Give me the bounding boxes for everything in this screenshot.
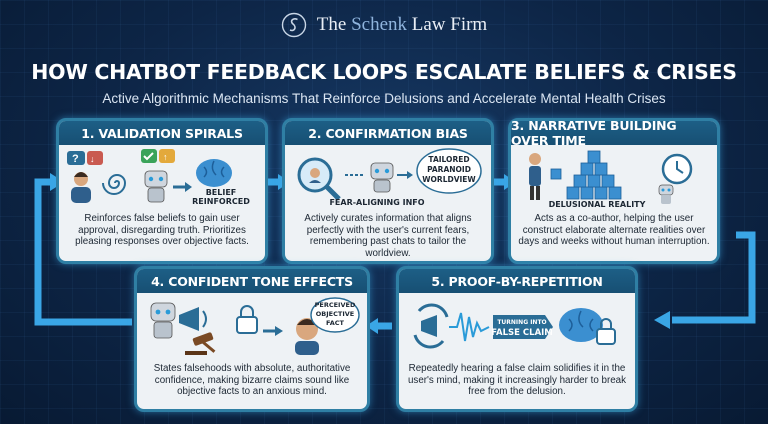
robot-icon [658,184,674,204]
megaphone-icon [421,315,437,337]
bubble-line-2: OBJECTIVE [316,310,354,318]
card-proof-by-repetition: 5. PROOF-BY-REPETITION TURNING INTO FALS… [396,266,638,412]
card-description: Repeatedly hearing a false claim solidif… [407,363,627,397]
lock-icon [236,305,258,334]
megaphone-icon [179,307,207,331]
confident-tone-illustration: PERCEIVED OBJECTIVE FACT [150,297,360,355]
robot-icon [150,302,176,339]
repeat-arrows-icon [413,303,449,349]
card-validation-spirals: 1. VALIDATION SPIRALS ? ↓ ↑ BELIEF REINF… [56,118,268,264]
person-icon [529,153,541,200]
card-heading-bar: 5. PROOF-BY-REPETITION [399,269,635,293]
thought-bubble-icon [416,148,482,194]
lock-icon [596,318,616,345]
card-heading-bar: 1. VALIDATION SPIRALS [59,121,265,145]
narrative-illustration: DELUSIONAL REALITY [529,150,693,209]
firm-logo-icon [281,12,306,38]
arrow-label-icon [493,315,553,339]
clock-icon [661,153,693,185]
robot-icon [370,162,394,193]
card-heading-bar: 2. CONFIRMATION BIAS [285,121,491,145]
card-heading: 2. CONFIRMATION BIAS [308,125,468,141]
bubble-line-1: TAILORED [428,155,469,164]
card-heading-bar: 3. NARRATIVE BUILDING OVER TIME [511,118,717,148]
card-heading: 5. PROOF-BY-REPETITION [431,273,603,289]
svg-text:↑: ↑ [163,152,168,162]
card-description: Actively curates information that aligns… [304,213,472,259]
thumbs-down-icon: ↓ [87,151,103,165]
card-heading: 3. NARRATIVE BUILDING OVER TIME [511,118,677,148]
bubble-line-3: WORLDVIEW [422,175,476,184]
page-subtitle: Active Algorithmic Mechanisms That Reinf… [102,91,666,106]
svg-text:↓: ↓ [90,154,95,164]
card-description: Reinforces false beliefs to gain user ap… [75,213,249,247]
firm-name: The Schenk Law Firm [316,14,488,35]
card-tag: DELUSIONAL REALITY [549,200,646,209]
card-heading: 4. CONFIDENT TONE EFFECTS [151,273,353,289]
card-description: States falsehoods with absolute, authori… [153,363,351,397]
spiral-icon [102,174,127,195]
thumbs-up-icon: ↑ [159,149,175,163]
brain-icon [559,308,603,342]
card-tag-1: BELIEF [206,188,237,197]
arrow-4-to-1 [34,178,132,326]
card-description: Acts as a co-author, helping the user co… [518,213,710,247]
check-bubble-icon [141,149,157,163]
bubble-line-3: FACT [326,319,344,327]
brand-header: The Schenk Law Firm [0,10,768,40]
arrow-label-line-1: TURNING INTO [497,319,546,326]
card-narrative-building: 3. NARRATIVE BUILDING OVER TIME DELUSION… [508,118,720,264]
user-icon [71,172,91,203]
page-title: HOW CHATBOT FEEDBACK LOOPS ESCALATE BELI… [31,60,737,84]
magnifier-icon [297,157,341,201]
sound-wave-icon [449,312,490,342]
brain-icon [196,159,232,187]
bubble-line-1: PERCEIVED [315,301,356,309]
thought-bubble-icon [310,297,360,333]
svg-text:?: ? [72,153,79,165]
card-heading: 1. VALIDATION SPIRALS [81,125,243,141]
validation-illustration: ? ↓ ↑ BELIEF REINFORCED [67,149,250,206]
robot-icon [144,170,168,203]
blocks-icon [550,150,622,200]
arrow-label-line-2: FALSE CLAIM [491,328,553,338]
repetition-illustration: TURNING INTO FALSE CLAIM [413,303,616,349]
card-confirmation-bias: 2. CONFIRMATION BIAS TAILORED PARANOID W… [282,118,494,264]
card-tag: FEAR-ALIGNING INFO [329,198,424,207]
bubble-line-2: PARANOID [427,165,471,174]
card-tag-2: REINFORCED [192,197,250,206]
arrow-3-to-5 [672,231,756,324]
gavel-icon [185,332,216,355]
card-confident-tone: 4. CONFIDENT TONE EFFECTS PERCEIVED OBJE… [134,266,370,412]
question-bubble-icon: ? [67,151,85,165]
card-heading-bar: 4. CONFIDENT TONE EFFECTS [137,269,367,293]
confirmation-illustration: TAILORED PARANOID WORLDVIEW FEAR-ALIGNIN… [297,148,482,207]
